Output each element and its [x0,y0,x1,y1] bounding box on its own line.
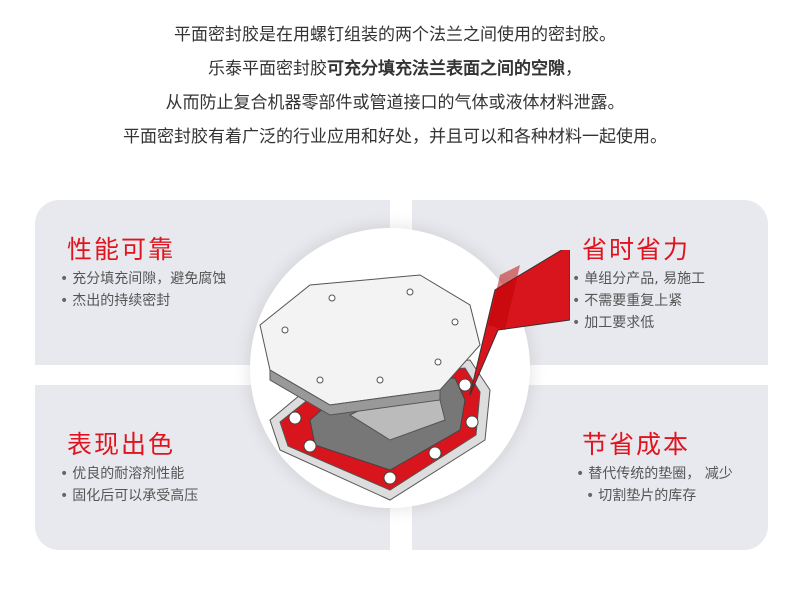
list-item: 优良的耐溶剂性能 [60,463,198,485]
list-item: 不需要重复上紧 [572,290,705,312]
panel-title: 性能可靠 [67,235,176,264]
list-item: 替代传统的垫圈， 减少 [576,463,732,485]
intro-line-2-bold: 可充分填充法兰表面之间的空隙 [327,59,565,79]
feature-list: 单组分产品, 易施工 不需要重复上紧 加工要求低 [572,268,705,334]
feature-list: 替代传统的垫圈， 减少 切割垫片的库存 [576,463,733,507]
intro-line-2: 乐泰平面密封胶可充分填充法兰表面之间的空隙， [0,52,790,86]
feature-list: 充分填充间隙，避免腐蚀 杰出的持续密封 [60,268,226,312]
list-item: 加工要求低 [572,312,705,334]
intro-line-2-a: 乐泰平面密封胶 [208,59,327,79]
list-item: 单组分产品, 易施工 [572,268,705,290]
intro-text: 平面密封胶是在用螺钉组装的两个法兰之间使用的密封胶。 乐泰平面密封胶可充分填充法… [0,18,790,154]
intro-line-3: 从而防止复合机器零部件或管道接口的气体或液体材料泄露。 [165,93,625,113]
list-item: 充分填充间隙，避免腐蚀 [60,268,226,290]
list-item: 杰出的持续密封 [60,290,226,312]
feature-list: 优良的耐溶剂性能 固化后可以承受高压 [60,463,198,507]
list-item: 切割垫片的库存 [576,485,733,507]
intro-line-2-c: ， [565,59,582,79]
panel-title: 表现出色 [67,430,176,459]
panel-title: 省时省力 [582,235,691,264]
panel-title: 节省成本 [582,430,691,459]
flange-sealant-illustration [259,250,570,501]
list-item: 固化后可以承受高压 [60,485,198,507]
intro-line-1: 平面密封胶是在用螺钉组装的两个法兰之间使用的密封胶。 [174,25,616,45]
intro-line-4: 平面密封胶有着广泛的行业应用和好处，并且可以和各种材料一起使用。 [123,127,667,147]
